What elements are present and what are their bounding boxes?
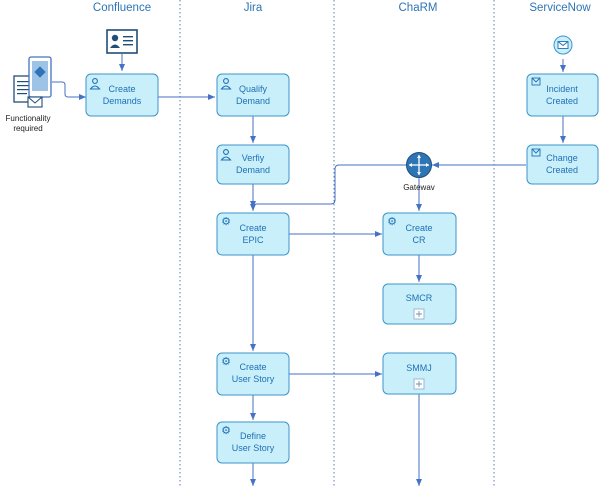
input-label-line2: required: [13, 124, 42, 133]
gateway-label: Gatewav: [403, 183, 435, 192]
task-label: User Story: [232, 374, 275, 384]
user-task-icon: [220, 149, 232, 161]
flow-gateway-to-epic: [250, 164, 406, 209]
task-create-cr[interactable]: ⚙ Create CR: [382, 212, 457, 256]
user-task-icon: [89, 78, 101, 90]
gear-icon: ⚙: [221, 215, 231, 228]
task-incident-created[interactable]: Incident Created: [526, 73, 599, 117]
task-label: User Story: [232, 443, 275, 453]
task-label: Demand: [236, 165, 270, 175]
task-qualify-demand[interactable]: Qualify Demand: [216, 73, 290, 117]
task-change-created[interactable]: Change Created: [526, 144, 599, 185]
message-task-icon: [531, 148, 541, 157]
task-label: Create: [239, 223, 266, 233]
lane-title-jira: Jira: [244, 2, 263, 14]
gateway-icon: [406, 152, 432, 178]
subprocess-plus-icon[interactable]: [413, 378, 425, 390]
subprocess-plus-icon[interactable]: [413, 308, 425, 320]
lane-title-servicenow: ServiceNow: [529, 2, 591, 14]
task-label: Create: [405, 223, 432, 233]
task-verify-demand[interactable]: Verfiy Demand: [216, 144, 290, 185]
task-create-demands[interactable]: Create Demands: [85, 73, 159, 117]
sequence-flows: [52, 54, 566, 486]
task-create-user-story[interactable]: ⚙ Create User Story: [216, 352, 290, 396]
task-label: Qualify: [239, 84, 268, 94]
gear-icon: ⚙: [221, 355, 231, 368]
subprocess-smmj[interactable]: SMMJ: [382, 352, 457, 395]
input-label-line1: Functionality: [6, 114, 51, 123]
flow-input-to-create-demands: [52, 81, 86, 100]
contact-card-icon: [106, 29, 138, 54]
gear-icon: ⚙: [221, 424, 231, 437]
task-label: Incident: [546, 84, 578, 94]
task-label: Created: [546, 96, 578, 106]
task-label: EPIC: [242, 235, 264, 245]
task-label: Demands: [103, 96, 142, 106]
task-label: CR: [413, 235, 426, 245]
task-label: Demand: [236, 96, 270, 106]
document-mail-icon: [13, 56, 52, 108]
task-label: SMMJ: [406, 363, 432, 373]
task-label: Created: [546, 165, 578, 175]
subprocess-smcr[interactable]: SMCR: [382, 283, 457, 325]
message-start-event-icon: [553, 35, 573, 55]
lane-title-charm: ChaRM: [399, 2, 438, 14]
user-task-icon: [220, 78, 232, 90]
task-label: Create: [108, 84, 135, 94]
task-label: Define: [240, 431, 266, 441]
task-define-user-story[interactable]: ⚙ Define User Story: [216, 421, 290, 464]
task-label: SMCR: [406, 293, 433, 303]
message-task-icon: [531, 77, 541, 86]
task-create-epic[interactable]: ⚙ Create EPIC: [216, 212, 290, 256]
gear-icon: ⚙: [387, 215, 397, 228]
task-label: Create: [239, 362, 266, 372]
task-label: Verfiy: [242, 153, 265, 163]
task-label: Change: [546, 153, 578, 163]
lane-title-confluence: Confluence: [93, 2, 151, 14]
